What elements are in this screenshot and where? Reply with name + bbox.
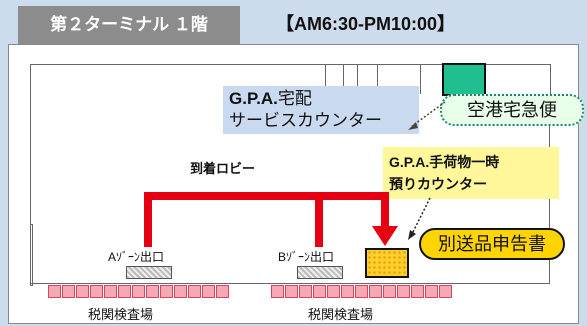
customs-counter — [104, 285, 117, 298]
route-middle-drop — [315, 192, 323, 247]
customs-counter — [397, 285, 410, 298]
customs-counter — [369, 285, 382, 298]
customs-counters-left — [48, 285, 230, 298]
customs-counter — [160, 285, 173, 298]
customs-counter — [411, 285, 424, 298]
pointer-arrow — [408, 197, 431, 240]
customs-counter — [146, 285, 159, 298]
map-wall — [377, 64, 378, 94]
customs-counter — [202, 285, 215, 298]
customs-counter — [313, 285, 326, 298]
customs-counter — [48, 285, 61, 298]
separate-baggage-form-label: 別送品申告書 — [419, 228, 565, 260]
customs-counter — [90, 285, 103, 298]
customs-counter — [188, 285, 201, 298]
hand-baggage-line1: G.P.A.手荷物一時 — [389, 154, 500, 170]
customs-counter — [383, 285, 396, 298]
route-left-drop — [144, 192, 152, 247]
airport-delivery-counter — [442, 63, 486, 96]
customs-counter — [439, 285, 452, 298]
customs-counter — [355, 285, 368, 298]
terminal-floor-title: 第２ターミナル １階 — [18, 6, 240, 44]
zone-a-exit-label: Aｿﾞｰﾝ出口 — [108, 250, 165, 264]
gpa-delivery-bold: G.P.A. — [229, 89, 278, 108]
customs-counter — [62, 285, 75, 298]
customs-counter — [118, 285, 131, 298]
map-wall — [420, 64, 421, 94]
map-wall — [343, 64, 344, 94]
gpa-delivery-counter-label: G.P.A.宅配 サービスカウンター — [223, 86, 419, 134]
map-wall — [30, 283, 550, 284]
customs-counter — [299, 285, 312, 298]
zone-a-exit-gate — [126, 266, 172, 279]
pointer-arrow — [408, 101, 446, 130]
customs-left-label: 税関検査場 — [88, 307, 154, 322]
customs-counter — [327, 285, 340, 298]
airport-delivery-label: 空港宅急便 — [440, 94, 584, 126]
customs-counter — [285, 285, 298, 298]
zone-b-exit-gate — [297, 266, 343, 279]
customs-counter — [216, 285, 229, 298]
hand-baggage-counter — [365, 248, 409, 278]
zone-b-exit-label: Bｿﾞｰﾝ出口 — [278, 250, 335, 264]
map-wall — [357, 64, 358, 94]
route-arrowhead — [372, 226, 398, 246]
customs-counter — [271, 285, 284, 298]
hand-baggage-line2: 預りカウンター — [389, 176, 487, 192]
map-wall — [550, 64, 551, 96]
arrival-lobby-label: 到着ロビー — [190, 161, 256, 176]
map-wall — [30, 224, 33, 286]
opening-hours: 【AM6:30-PM10:00】 — [276, 14, 456, 34]
map-wall — [325, 64, 326, 94]
gpa-delivery-rest: 宅配 — [277, 89, 312, 108]
customs-counter — [341, 285, 354, 298]
customs-counter — [425, 285, 438, 298]
route-right-drop — [381, 192, 389, 228]
hand-baggage-counter-label: G.P.A.手荷物一時 預りカウンター — [383, 147, 559, 199]
customs-counters-right — [271, 285, 453, 298]
customs-right-label: 税関検査場 — [308, 307, 374, 322]
customs-counter — [174, 285, 187, 298]
map-wall — [30, 64, 550, 65]
route-horizontal — [144, 192, 389, 200]
customs-counter — [76, 285, 89, 298]
customs-counter — [132, 285, 145, 298]
gpa-delivery-line2: サービスカウンター — [229, 111, 382, 130]
